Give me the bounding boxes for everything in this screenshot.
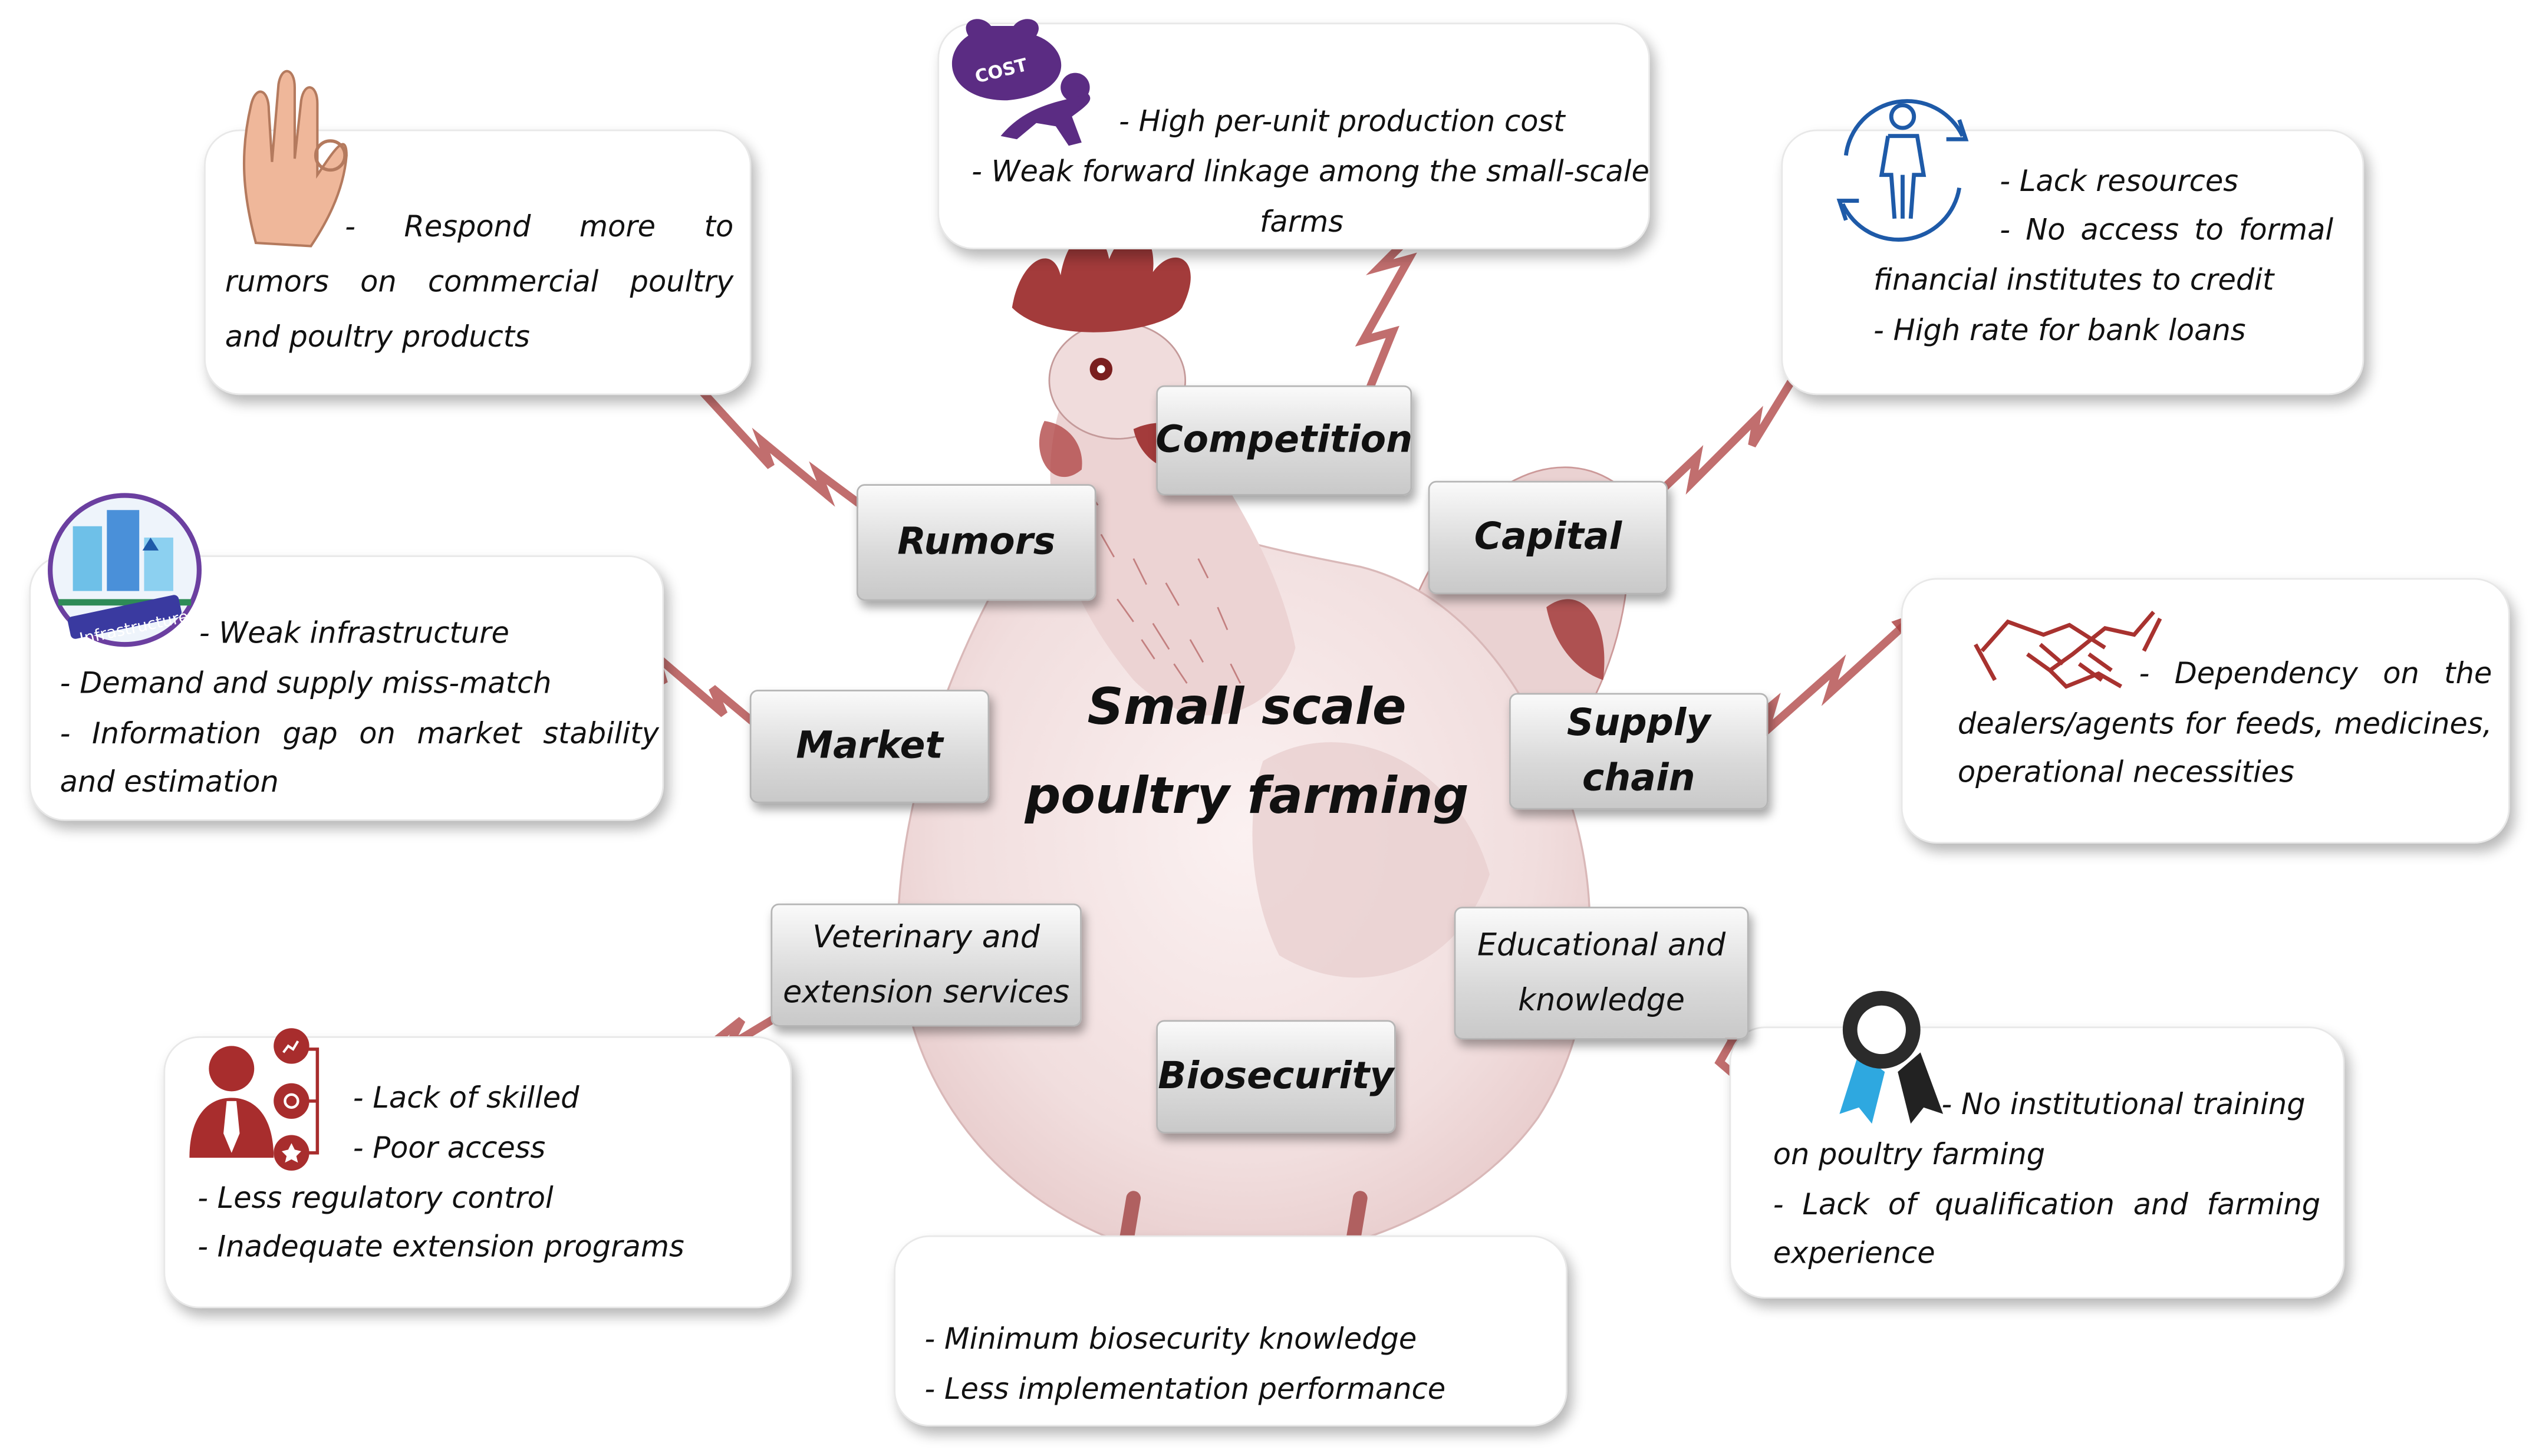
supply-chain-tag-line: Supply bbox=[1566, 703, 1711, 745]
educational-tag-line: Educational and bbox=[1477, 927, 1726, 964]
educational-detail-line: - Lack of qualification and farming bbox=[1773, 1188, 2321, 1223]
cost-burden-icon: COST bbox=[951, 19, 1091, 146]
competition-arrow bbox=[1355, 210, 1436, 394]
educational-detail-line: experience bbox=[1773, 1237, 1935, 1271]
competition-detail-line: farms bbox=[1260, 205, 1343, 240]
biosecurity-detail-card: - Minimum biosecurity knowledge - Less i… bbox=[894, 1235, 1567, 1427]
ok-hand-icon bbox=[242, 70, 348, 248]
capital-detail-card: - Lack resources - No access to formal f… bbox=[1781, 129, 2365, 396]
award-ribbon-icon bbox=[1839, 991, 1944, 1124]
supply-chain-detail-line: operational necessities bbox=[1957, 756, 2294, 790]
capital-arrow bbox=[1632, 330, 1826, 518]
handshake-icon bbox=[1974, 611, 2162, 689]
resource-person-icon bbox=[1836, 99, 1969, 242]
veterinary-detail-line: - Lack of skilled bbox=[353, 1081, 579, 1116]
market-detail-line: - Demand and supply miss-match bbox=[60, 667, 552, 701]
capital-detail-line: financial institutes to credit bbox=[1873, 263, 2274, 298]
educational-detail-line: - No institutional training bbox=[1941, 1088, 2306, 1122]
supply-chain-detail-line: - Dependency on the bbox=[2139, 657, 2492, 691]
infrastructure-icon: Infrastructure bbox=[48, 493, 202, 648]
rumors-tag: Rumors bbox=[857, 484, 1096, 601]
market-tag: Market bbox=[749, 690, 990, 803]
veterinary-detail-line: - Poor access bbox=[353, 1132, 546, 1166]
educational-detail-line: on poultry farming bbox=[1773, 1138, 2046, 1172]
central-title-line: poultry farming bbox=[1025, 767, 1469, 826]
veterinary-detail-line: - Inadequate extension programs bbox=[197, 1230, 684, 1265]
supply-chain-detail-line: dealers/agents for feeds, medicines, bbox=[1957, 707, 2492, 742]
capital-tag: Capital bbox=[1428, 480, 1668, 595]
rumors-detail-line: rumors on commercial poultry bbox=[225, 265, 734, 300]
veterinary-tag-line: Veterinary and bbox=[812, 920, 1040, 956]
biosecurity-tag: Biosecurity bbox=[1156, 1020, 1396, 1134]
educational-detail-card: - No institutional training on poultry f… bbox=[1729, 1026, 2345, 1299]
rumors-detail-line: - Respond more to bbox=[345, 210, 734, 245]
competition-tag: Competition bbox=[1155, 385, 1412, 496]
educational-tag: Educational and knowledge bbox=[1454, 907, 1749, 1040]
veterinary-detail-line: - Less regulatory control bbox=[197, 1182, 554, 1216]
supply-chain-tag: Supply chain bbox=[1509, 693, 1769, 810]
market-detail-line: - Weak infrastructure bbox=[199, 617, 509, 651]
veterinary-tag-line: extension services bbox=[783, 974, 1070, 1011]
educational-tag-line: knowledge bbox=[1518, 983, 1685, 1019]
biosecurity-detail-line: - Less implementation performance bbox=[924, 1373, 1446, 1407]
veterinary-tag: Veterinary and extension services bbox=[770, 903, 1082, 1027]
central-title-line: Small scale bbox=[1087, 678, 1407, 737]
supply-chain-detail-card: - Dependency on the dealers/agents for f… bbox=[1901, 578, 2510, 844]
biosecurity-detail-line: - Minimum biosecurity knowledge bbox=[924, 1323, 1417, 1357]
capital-detail-line: - No access to formal bbox=[2000, 213, 2334, 248]
veterinary-detail-card: - Lack of skilled - Poor access - Less r… bbox=[163, 1036, 792, 1309]
capital-detail-line: - Lack resources bbox=[2000, 165, 2239, 199]
supply-chain-tag-line: chain bbox=[1582, 757, 1695, 800]
competition-detail-line: - High per-unit production cost bbox=[1119, 105, 1565, 140]
skills-worker-icon bbox=[189, 1028, 320, 1171]
rumors-detail-line: and poultry products bbox=[225, 320, 530, 355]
market-detail-line: and estimation bbox=[60, 766, 279, 800]
capital-detail-line: - High rate for bank loans bbox=[1873, 314, 2246, 348]
central-title: Small scale poultry farming bbox=[972, 664, 1522, 842]
market-detail-line: - Information gap on market stability bbox=[60, 717, 659, 752]
competition-detail-line: - Weak forward linkage among the small-s… bbox=[972, 155, 1649, 190]
